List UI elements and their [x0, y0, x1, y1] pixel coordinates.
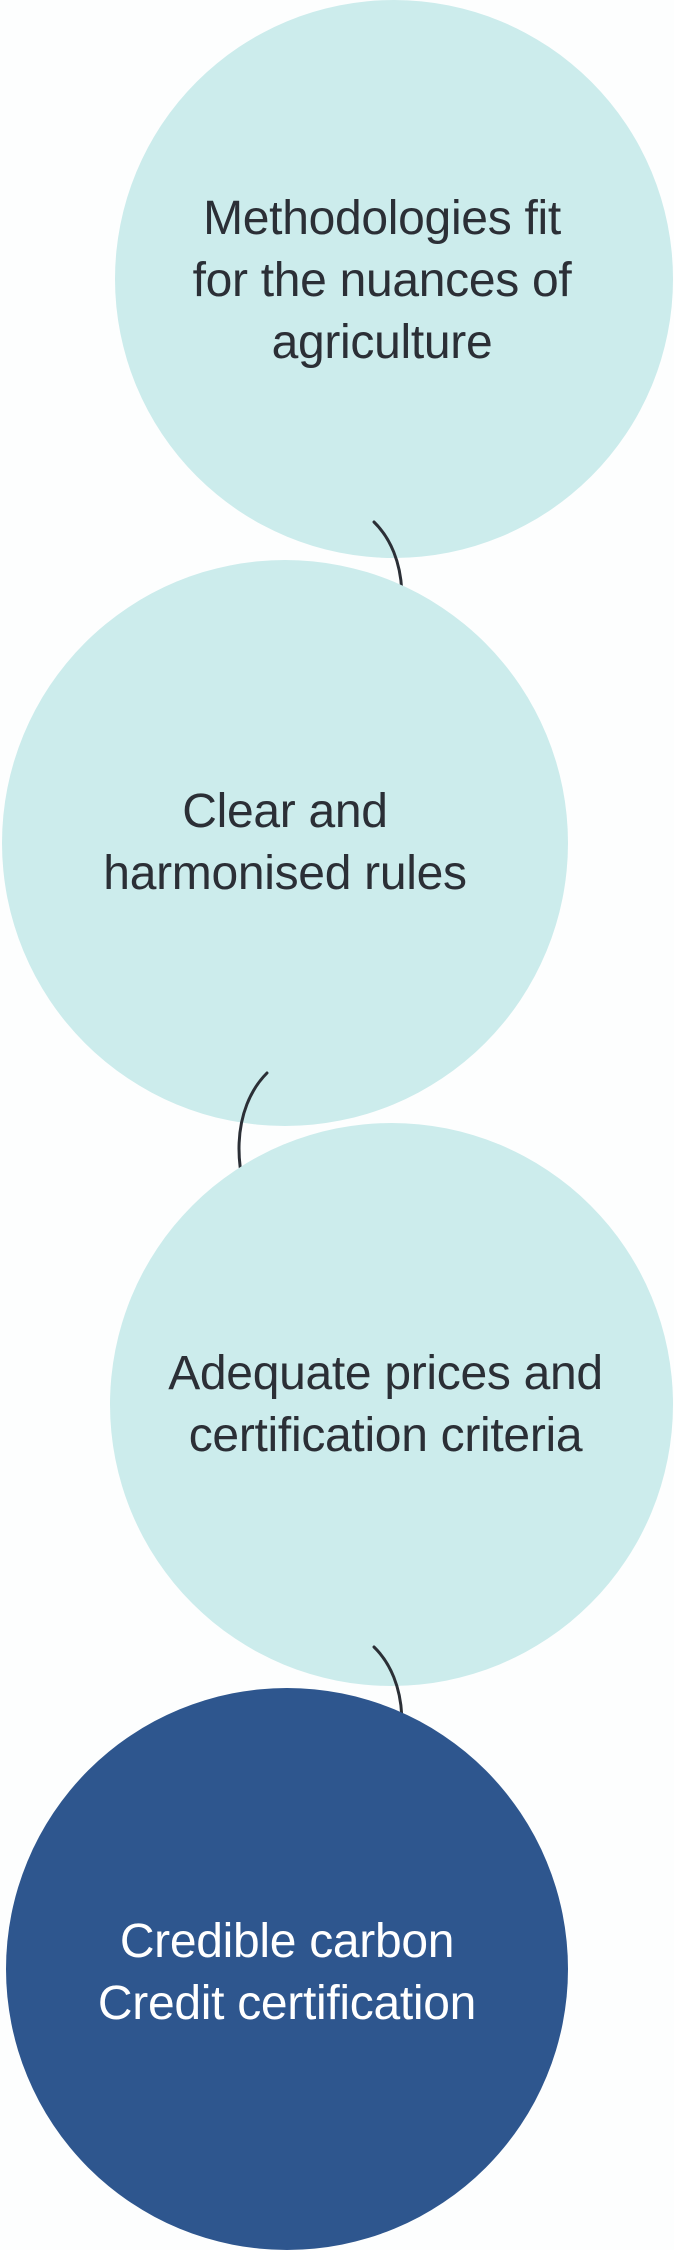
- step-circle-rules: Clear and harmonised rules: [2, 560, 568, 1126]
- step-label-rules: Clear and harmonised rules: [103, 785, 467, 900]
- step-circle-prices: Adequate prices and certification criter…: [110, 1123, 673, 1686]
- step-circle-methodologies: Methodologies fit for the nuances of agr…: [115, 0, 673, 558]
- step-label-methodologies: Methodologies fit for the nuances of agr…: [192, 192, 572, 369]
- step-circle-certification: Credible carbon Credit certification: [6, 1688, 568, 2250]
- step-label-certification: Credible carbon Credit certification: [97, 1915, 477, 2030]
- step-label-prices: Adequate prices and certification criter…: [168, 1346, 603, 1462]
